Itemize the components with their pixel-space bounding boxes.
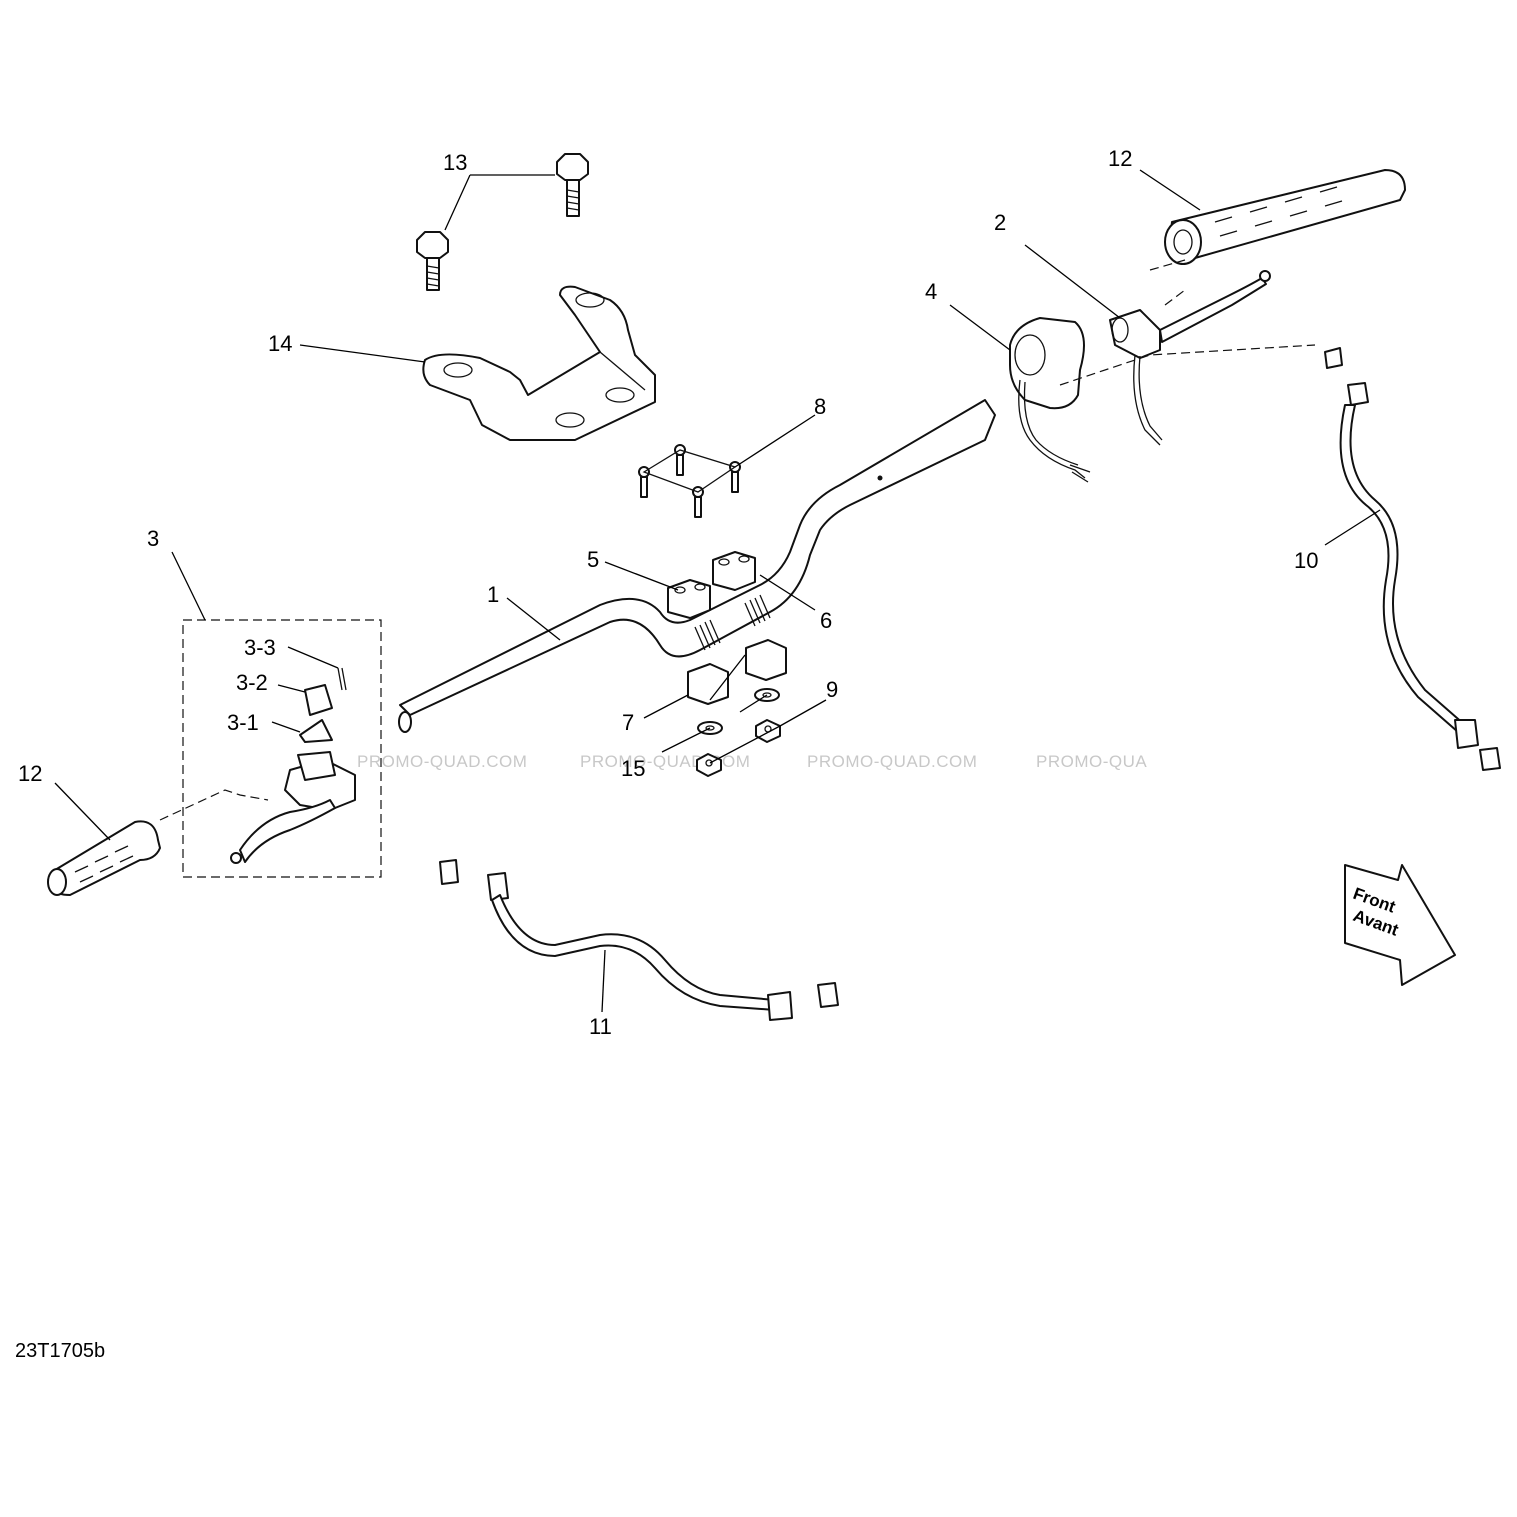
part-throttle-lever [1109,270,1271,446]
callout-labels: 1 2 3 3-1 3-2 3-3 4 5 6 7 8 9 10 11 12 1… [18,146,1318,1039]
watermark-text: PROMO-QUA [1036,752,1147,771]
callout-2: 2 [994,210,1006,235]
part-bracket [422,285,656,441]
part-screws-8 [638,444,741,518]
part-grip-right [1164,169,1406,265]
part-upper-clamps [667,551,756,619]
callout-10: 10 [1294,548,1318,573]
callout-14: 14 [268,331,292,356]
callout-3-2: 3-2 [236,670,268,695]
part-grip-left [47,820,161,896]
watermark-text: PROMO-QUAD.COM [807,752,977,771]
callout-3-3: 3-3 [244,635,276,660]
callout-7: 7 [622,710,634,735]
front-arrow: Front Avant [1344,864,1456,986]
handlebar-knurl [694,594,771,651]
part-brake-master-cylinder [159,619,382,878]
part-lower-clamps [687,639,787,705]
leader-lines [54,169,1381,1013]
callout-12-left: 12 [18,761,42,786]
part-handlebar [398,399,996,733]
callout-5: 5 [587,547,599,572]
callout-15: 15 [621,756,645,781]
callout-12-right: 12 [1108,146,1132,171]
callout-13: 13 [443,150,467,175]
part-bolts-13 [416,153,589,291]
callout-8: 8 [814,394,826,419]
callout-1: 1 [487,582,499,607]
callout-4: 4 [925,279,937,304]
callout-6: 6 [820,608,832,633]
watermark-text: PROMO-QUAD.COM [357,752,527,771]
part-cable-right [1324,347,1501,771]
part-cable-left [439,859,839,1021]
part-switch-housing [1009,317,1091,483]
callout-9: 9 [826,677,838,702]
drawing-code: 23T1705b [15,1340,105,1362]
callout-3-1: 3-1 [227,710,259,735]
watermark: PROMO-QUAD.COM PROMO-QUAD.COM PROMO-QUAD… [357,752,1147,771]
callout-11: 11 [589,1014,612,1039]
callout-3: 3 [147,526,159,551]
